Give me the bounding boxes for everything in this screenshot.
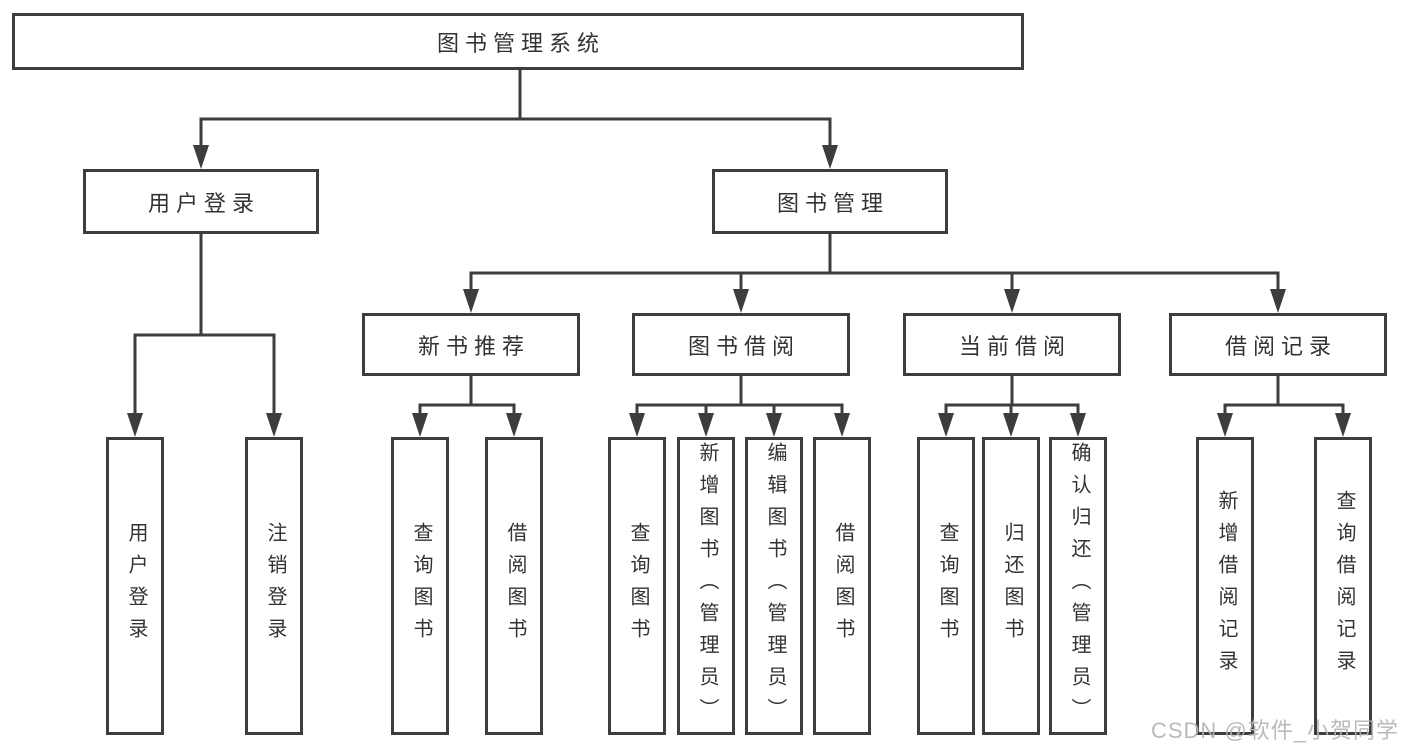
leaf-user-login: 用户登录 [106, 437, 164, 735]
node-book-borrowing: 图书借阅 [632, 313, 850, 376]
leaf-query-borrow-record: 查询借阅记录 [1314, 437, 1372, 735]
leaf-borrow-books-recommend: 借阅图书 [485, 437, 543, 735]
node-borrowing-records: 借阅记录 [1169, 313, 1387, 376]
csdn-watermark: CSDN @软件_小贺同学 [1150, 718, 1399, 743]
leaf-confirm-return-admin: 确认归还（管理员） [1049, 437, 1107, 735]
leaf-add-book-admin: 新增图书（管理员） [677, 437, 735, 735]
arrowheads [127, 145, 1351, 437]
leaf-return-book: 归还图书 [982, 437, 1040, 735]
leaf-borrow-books: 借阅图书 [813, 437, 871, 735]
leaf-add-borrow-record: 新增借阅记录 [1196, 437, 1254, 735]
node-current-borrowing: 当前借阅 [903, 313, 1121, 376]
leaf-query-books-borrow: 查询图书 [608, 437, 666, 735]
node-library-management-system: 图书管理系统 [12, 13, 1024, 70]
leaf-edit-book-admin: 编辑图书（管理员） [745, 437, 803, 735]
leaf-logout: 注销登录 [245, 437, 303, 735]
node-user-login: 用户登录 [83, 169, 319, 234]
node-new-book-recommendation: 新书推荐 [362, 313, 580, 376]
leaf-query-books-recommend: 查询图书 [391, 437, 449, 735]
node-book-management: 图书管理 [712, 169, 948, 234]
leaf-query-books-current: 查询图书 [917, 437, 975, 735]
